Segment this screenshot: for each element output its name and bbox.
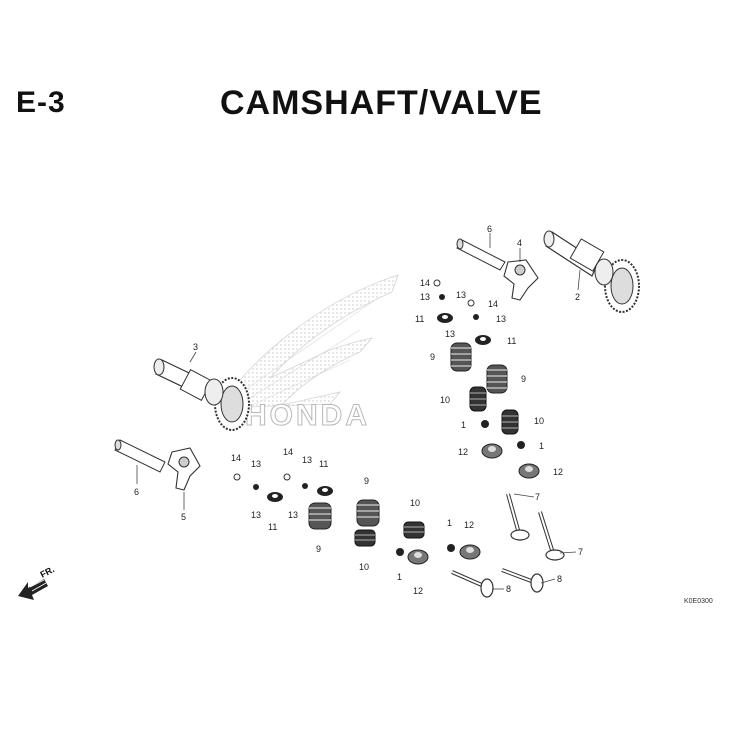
section-code: E-3 [16,86,66,119]
callout-11: 11 [268,522,277,532]
callout-12: 12 [553,467,563,477]
callout-8: 8 [557,574,562,584]
callout-9: 9 [316,544,321,554]
valve-upper [506,493,565,561]
reference-code: K0E0300 [684,598,713,605]
callout-13: 13 [288,510,298,520]
callout-10: 10 [440,395,450,405]
callout-13: 13 [456,290,466,300]
callout-1: 1 [461,420,466,430]
callout-1: 1 [447,518,452,528]
callout-14: 14 [283,447,293,457]
callout-6: 6 [134,487,139,497]
callout-7: 7 [535,492,540,502]
valve-train-upper [433,279,540,479]
valve-lower [451,568,544,598]
callout-10: 10 [410,498,420,508]
callout-8: 8 [506,584,511,594]
callout-9: 9 [521,374,526,384]
leader-lines [136,233,581,590]
callout-10: 10 [359,562,369,572]
rocker-arm-upper [503,259,539,301]
callout-13: 13 [496,314,506,324]
rocker-shaft-upper [456,238,506,271]
callout-4: 4 [517,238,522,248]
callout-1: 1 [539,441,544,451]
callout-13: 13 [420,292,430,302]
callout-13: 13 [445,329,455,339]
callout-2: 2 [575,292,580,302]
callout-9: 9 [430,352,435,362]
callout-14: 14 [488,299,498,309]
callout-12: 12 [458,447,468,457]
callout-3: 3 [193,342,198,352]
page-title: CAMSHAFT/VALVE [220,84,543,122]
callout-12: 12 [464,520,474,530]
callout-9: 9 [364,476,369,486]
camshaft-upper [543,230,640,313]
callout-5: 5 [181,512,186,522]
callout-1: 1 [397,572,402,582]
callout-6: 6 [487,224,492,234]
rocker-arm-lower [167,447,201,491]
front-direction-arrow-icon [18,579,48,600]
callout-11: 11 [507,336,516,346]
callout-13: 13 [251,459,261,469]
honda-watermark-text: HONDA [245,399,370,432]
valve-train-lower [233,473,481,565]
camshaft-lower [153,358,250,431]
callout-labels: 6 4 2 14 13 13 14 11 13 13 11 9 9 10 10 … [134,224,583,596]
callout-14: 14 [231,453,241,463]
callout-11: 11 [415,314,424,324]
callout-11: 11 [319,459,328,469]
honda-wing-watermark [217,274,399,409]
callout-14: 14 [420,278,430,288]
callout-13: 13 [251,510,261,520]
callout-7: 7 [578,547,583,557]
callout-12: 12 [413,586,423,596]
rocker-shaft-lower [114,439,166,473]
callout-10: 10 [534,416,544,426]
callout-13: 13 [302,455,312,465]
